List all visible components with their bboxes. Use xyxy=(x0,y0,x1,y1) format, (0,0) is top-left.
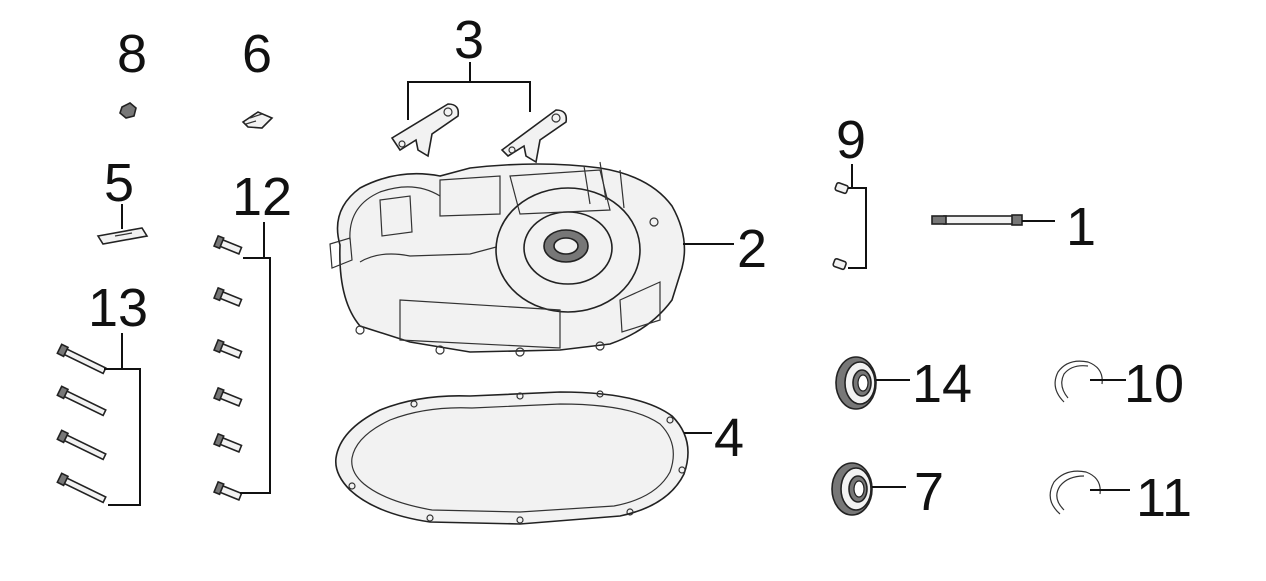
callout-14: 14 xyxy=(912,354,972,414)
part-1-shaft xyxy=(931,214,1023,226)
leader-9 xyxy=(848,164,867,269)
part-12-bolt-set xyxy=(213,234,243,501)
callout-6: 6 xyxy=(242,24,272,84)
leader-3 xyxy=(407,62,531,120)
part-10-snap-ring xyxy=(1054,360,1103,403)
part-14-bearing-seal xyxy=(835,356,877,410)
callout-4: 4 xyxy=(714,408,744,468)
callout-11: 11 xyxy=(1136,468,1192,528)
part-11-snap-ring xyxy=(1049,470,1101,515)
callout-3: 3 xyxy=(454,10,484,70)
callout-1: 1 xyxy=(1066,197,1096,257)
part-3-bracket-pair xyxy=(390,103,568,164)
part-6-clip xyxy=(241,111,274,129)
leader-12 xyxy=(240,222,271,494)
part-8-nut xyxy=(119,102,137,119)
part-4-gasket xyxy=(334,390,689,525)
leader-13 xyxy=(108,333,141,506)
part-2-cover xyxy=(329,161,686,357)
callout-7: 7 xyxy=(914,462,944,522)
part-7-bearing-seal xyxy=(831,462,873,516)
callout-5: 5 xyxy=(104,153,134,213)
part-9-dowel-pair xyxy=(832,182,849,271)
callout-8: 8 xyxy=(117,24,147,84)
callout-12: 12 xyxy=(232,167,292,227)
callout-13: 13 xyxy=(88,278,148,338)
callout-10: 10 xyxy=(1124,354,1184,414)
callout-9: 9 xyxy=(836,110,866,170)
part-5-plate xyxy=(96,227,149,245)
part-13-long-bolt-set xyxy=(56,343,107,504)
callout-2: 2 xyxy=(737,219,767,279)
